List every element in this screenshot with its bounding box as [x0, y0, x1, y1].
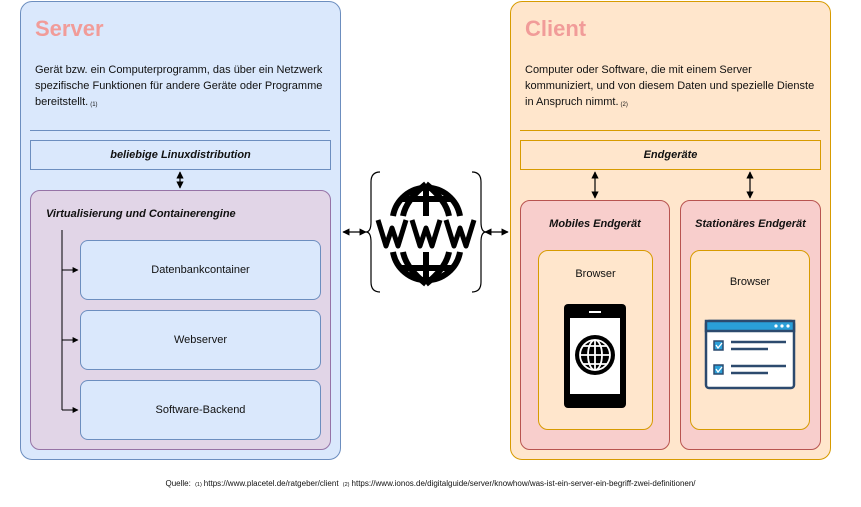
- server-ref: (1): [90, 102, 98, 108]
- footer-link-2[interactable]: https://www.ionos.de/digitalguide/server…: [351, 479, 696, 488]
- database-container: Datenbankcontainer: [80, 240, 321, 300]
- footer-prefix: Quelle:: [165, 479, 191, 488]
- server-divider: [30, 130, 330, 131]
- smartphone-icon: [564, 304, 626, 408]
- virtualization-title: Virtualisierung und Containerengine: [46, 208, 236, 220]
- footer-ref2: (2): [342, 482, 350, 488]
- linux-distribution-box: beliebige Linuxdistribution: [30, 140, 331, 170]
- server-title: Server: [35, 16, 104, 41]
- left-brace: [365, 171, 381, 293]
- www-letters: [375, 219, 477, 249]
- www-globe-icon: [390, 181, 463, 287]
- devices-box: Endgeräte: [520, 140, 821, 170]
- footer-link-1[interactable]: https://www.placetel.de/ratgeber/client: [203, 479, 339, 488]
- stationary-device-title: Stationäres Endgerät: [695, 218, 806, 230]
- source-footer: Quelle: (1)https://www.placetel.de/ratge…: [0, 479, 861, 488]
- client-divider: [520, 130, 820, 131]
- software-backend-container: Software-Backend: [80, 380, 321, 440]
- footer-ref1: (1): [195, 482, 202, 488]
- browser-window-icon: [704, 319, 796, 390]
- mobile-device-title: Mobiles Endgerät: [549, 218, 641, 230]
- server-description: Gerät bzw. ein Computerprogramm, das übe…: [35, 64, 323, 108]
- mobile-browser-label: Browser: [575, 268, 616, 280]
- client-ref: (2): [620, 102, 628, 108]
- right-brace: [471, 171, 487, 293]
- webserver-container: Webserver: [80, 310, 321, 370]
- container-tree-lines: [61, 230, 79, 413]
- client-title: Client: [525, 16, 587, 41]
- stationary-browser-label: Browser: [729, 276, 771, 288]
- client-description: Computer oder Software, die mit einem Se…: [525, 64, 815, 108]
